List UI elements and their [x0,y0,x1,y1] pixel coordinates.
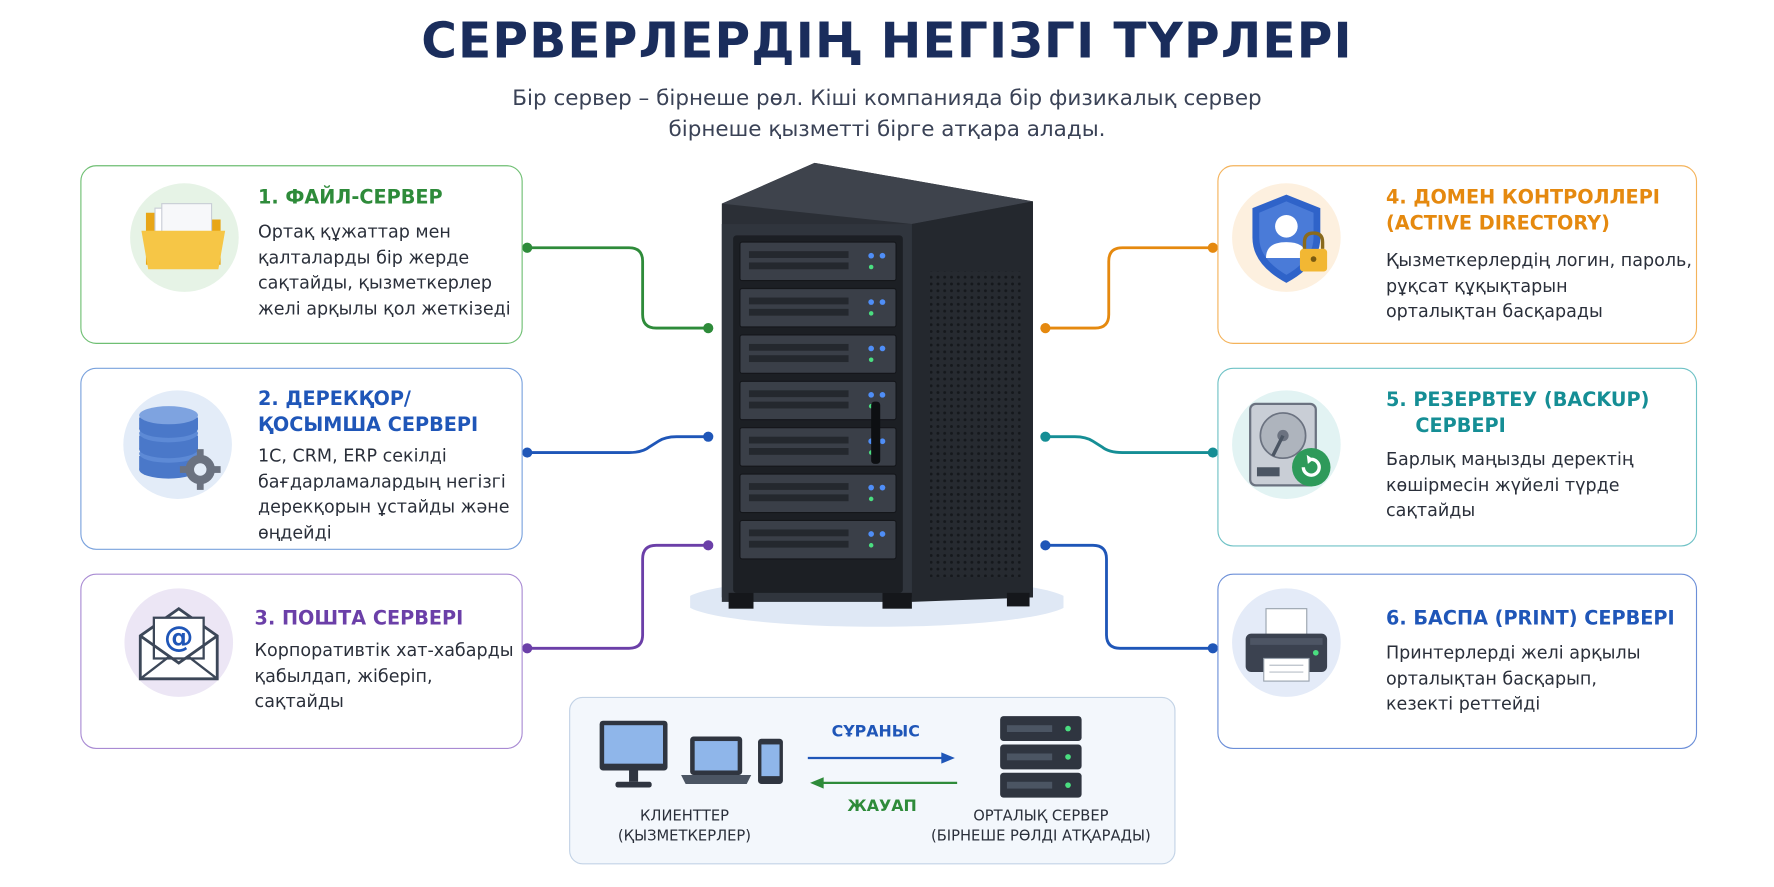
file-server-description: Ортақ құжаттар мен қалталарды бір жерде … [257,221,511,319]
central-server-icon [1000,716,1082,798]
dot-mail-card [522,643,533,654]
rack-server-unit [739,519,897,560]
dot-db-rack [703,431,714,442]
dot-print-card [1207,643,1218,654]
request-response-arrows [807,752,958,789]
subtitle-line-1: Бір сервер – бірнеше рөл. Кіші компанияд… [512,85,1262,111]
domain-controller-card: 4. ДОМЕН КОНТРОЛЛЕРІ (ACTIVE DIRECTORY) … [1217,165,1698,344]
folder-icon [130,183,239,292]
server-rack-icon [690,162,1064,627]
dot-domain-rack [1040,323,1051,334]
rack-server-unit [739,427,897,467]
svg-text:@: @ [164,620,193,654]
domain-controller-title: 4. ДОМЕН КОНТРОЛЛЕРІ (ACTIVE DIRECTORY) [1385,186,1660,236]
file-server-title: 1. ФАЙЛ-СЕРВЕР [257,186,443,210]
dot-backup-rack [1040,431,1051,442]
connector-domain [1045,246,1213,330]
dot-backup-card [1207,447,1218,458]
shield-user-icon [1232,183,1341,292]
database-icon [123,390,232,499]
rack-server-unit [739,473,897,514]
printer-icon [1232,588,1341,697]
print-server-title: 6. БАСПА (PRINT) СЕРВЕРІ [1385,607,1675,631]
dot-db-card [522,447,533,458]
dot-file-rack [703,323,714,334]
page-title: СЕРВЕРЛЕРДІҢ НЕГІЗГІ ТҮРЛЕРІ [421,13,1353,71]
file-server-card: 1. ФАЙЛ-СЕРВЕР Ортақ құжаттар мен қалтал… [80,165,523,344]
central-server-label: ОРТАЛЫҚ СЕРВЕР (БІРНЕШЕ РӨЛДІ АТҚАРАДЫ) [930,807,1151,846]
backup-server-description: Барлық маңызды деректің көшірмесін жүйел… [1385,449,1634,521]
backup-server-title: 5. РЕЗЕРВТЕУ (BACKUP) СЕРВЕРІ [1385,389,1650,438]
rack-server-unit [739,380,897,421]
database-server-description: 1C, CRM, ERP секілді бағдарламалардың не… [257,445,510,543]
rack-server-unit [739,241,897,282]
mail-icon: @ [124,588,234,697]
dot-mail-rack [703,540,714,551]
clients-label: КЛИЕНТТЕР (ҚЫЗМЕТКЕРЛЕР) [617,807,752,846]
connector-mail [527,543,709,650]
mail-server-description: Корпоративтік хат-хабарды қабылдап, жібе… [254,640,514,712]
rack-units [739,241,897,560]
backup-server-card: 5. РЕЗЕРВТЕУ (BACKUP) СЕРВЕРІ Барлық маң… [1217,367,1698,547]
response-label: ЖАУАП [847,797,917,816]
hard-drive-restore-icon [1232,390,1341,499]
connector-database [527,435,709,454]
mail-server-card: @ 3. ПОШТА СЕРВЕРІ Корпоративтік хат-хаб… [80,573,523,749]
mail-server-title: 3. ПОШТА СЕРВЕРІ [254,607,464,631]
print-server-card: 6. БАСПА (PRINT) СЕРВЕРІ Принтерлерді же… [1217,573,1698,749]
subtitle-line-2: бірнеше қызметті бірге атқара алады. [668,116,1106,142]
domain-controller-description: Қызметкерлердің логин, пароль, рұқсат құ… [1385,250,1692,322]
dot-print-rack [1040,540,1051,551]
database-server-card: 2. ДЕРЕКҚОР/ ҚОСЫМША СЕРВЕРІ 1C, CRM, ER… [80,367,523,550]
page-subtitle: Бір сервер – бірнеше рөл. Кіші компанияд… [0,84,1774,145]
database-server-title: 2. ДЕРЕКҚОР/ ҚОСЫМША СЕРВЕРІ [257,388,479,437]
request-label: СҰРАНЫС [831,722,920,742]
rack-server-unit [739,334,897,374]
dot-file-card [522,242,533,253]
dot-domain-card [1207,242,1218,253]
client-server-panel: КЛИЕНТТЕР (ҚЫЗМЕТКЕРЛЕР) СҰРАНЫС ЖАУАП О… [569,696,1176,865]
connector-backup [1045,435,1213,454]
client-devices-icon [599,720,783,788]
connector-file [527,246,709,330]
print-server-description: Принтерлерді желі арқылы орталықтан басқ… [1385,642,1641,714]
connector-print [1045,543,1213,650]
rack-server-unit [739,287,897,328]
